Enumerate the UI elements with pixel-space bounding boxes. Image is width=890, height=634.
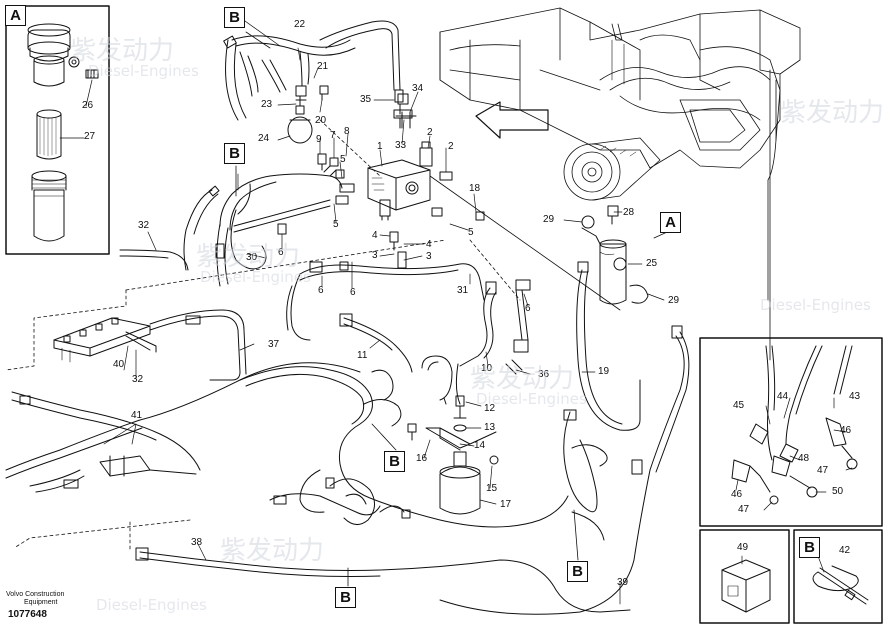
tag-pointers bbox=[235, 31, 677, 587]
callout-25: 25 bbox=[646, 258, 658, 269]
tag-a-detail: A bbox=[660, 212, 681, 233]
callout-42: 42 bbox=[839, 545, 851, 556]
callout-24: 24 bbox=[258, 133, 270, 144]
callout-3b: 3 bbox=[426, 251, 432, 262]
callout-33: 33 bbox=[395, 140, 407, 151]
callout-40: 40 bbox=[113, 359, 125, 370]
callout-12: 12 bbox=[484, 403, 496, 414]
callout-50: 50 bbox=[832, 486, 844, 497]
hoses-center bbox=[286, 261, 531, 405]
hose-assembly-22 bbox=[223, 20, 413, 144]
callout-44: 44 bbox=[777, 391, 789, 402]
hoses-bottom bbox=[135, 511, 631, 613]
callout-46a: 46 bbox=[840, 425, 852, 436]
rail-block bbox=[5, 309, 361, 493]
callout-41: 41 bbox=[131, 410, 143, 421]
tag-b-bottom: B bbox=[335, 587, 356, 608]
callout-45: 45 bbox=[733, 400, 745, 411]
callout-8: 8 bbox=[344, 126, 350, 137]
inset-a-filter bbox=[5, 5, 110, 255]
machine-frame bbox=[439, 7, 801, 301]
callout-5b: 5 bbox=[333, 219, 339, 230]
callout-31: 31 bbox=[457, 285, 469, 296]
inset-b-cable-tie bbox=[793, 529, 883, 624]
callout-36: 36 bbox=[538, 369, 550, 380]
callout-47b: 47 bbox=[738, 504, 750, 515]
callout-38: 38 bbox=[191, 537, 203, 548]
callout-37: 37 bbox=[268, 339, 280, 350]
callout-19: 19 bbox=[598, 366, 610, 377]
tag-inset-b-box: B bbox=[799, 537, 820, 558]
callout-27: 27 bbox=[84, 131, 96, 142]
callout-28: 28 bbox=[623, 207, 635, 218]
callout-7: 7 bbox=[330, 130, 336, 141]
callout-35: 35 bbox=[360, 94, 372, 105]
callout-5c: 5 bbox=[468, 227, 474, 238]
footer-drawing-number: 1077648 bbox=[8, 609, 47, 620]
callout-49: 49 bbox=[737, 542, 749, 553]
callout-39: 39 bbox=[617, 577, 629, 588]
callout-30: 30 bbox=[246, 252, 258, 263]
callout-17: 17 bbox=[500, 499, 512, 510]
callout-15: 15 bbox=[486, 483, 498, 494]
callout-46b: 46 bbox=[731, 489, 743, 500]
callout-22: 22 bbox=[294, 19, 306, 30]
tag-b-low: B bbox=[567, 561, 588, 582]
callout-11: 11 bbox=[357, 350, 368, 361]
callout-32b: 32 bbox=[132, 374, 144, 385]
callout-21: 21 bbox=[317, 61, 329, 72]
tag-b-mid: B bbox=[384, 451, 405, 472]
callout-6b: 6 bbox=[318, 285, 324, 296]
tag-b-top: B bbox=[224, 7, 245, 28]
hoses-right bbox=[439, 205, 690, 615]
dashed-boundaries bbox=[5, 119, 521, 553]
callout-32a: 32 bbox=[138, 220, 150, 231]
callout-6d: 6 bbox=[525, 303, 531, 314]
leader-to-detail bbox=[769, 69, 777, 361]
callout-14: 14 bbox=[474, 440, 486, 451]
callout-23: 23 bbox=[261, 99, 273, 110]
callout-5a: 5 bbox=[340, 154, 346, 165]
footer-company-line1: Volvo Construction bbox=[6, 591, 65, 598]
leader-lines bbox=[59, 15, 853, 605]
inset-parts-pack bbox=[699, 529, 790, 624]
callout-47a: 47 bbox=[817, 465, 829, 476]
callout-43: 43 bbox=[849, 391, 861, 402]
callout-3a: 3 bbox=[372, 250, 378, 261]
callout-20: 20 bbox=[315, 115, 327, 126]
callout-4b: 4 bbox=[426, 239, 432, 250]
tag-b-left: B bbox=[224, 143, 245, 164]
callout-1: 1 bbox=[377, 141, 383, 152]
callout-9: 9 bbox=[316, 134, 322, 145]
callout-6a: 6 bbox=[278, 247, 284, 258]
callout-4a: 4 bbox=[372, 230, 378, 241]
callout-34: 34 bbox=[412, 83, 424, 94]
callout-18: 18 bbox=[469, 183, 481, 194]
callout-29a: 29 bbox=[543, 214, 555, 225]
callout-10: 10 bbox=[481, 363, 493, 374]
callout-48: 48 bbox=[798, 453, 810, 464]
hoses-left bbox=[119, 165, 343, 287]
footer-company-line2: Equipment bbox=[24, 599, 58, 606]
tag-inset-a: A bbox=[5, 5, 26, 26]
callout-16: 16 bbox=[416, 453, 428, 464]
accumulator-assembly bbox=[407, 355, 499, 515]
valve-block bbox=[317, 93, 621, 311]
harness-lower bbox=[239, 366, 569, 528]
callout-13: 13 bbox=[484, 422, 496, 433]
detail-box bbox=[699, 337, 883, 527]
callout-2a: 2 bbox=[427, 127, 433, 138]
callout-2b: 2 bbox=[448, 141, 454, 152]
callout-6c: 6 bbox=[350, 287, 356, 298]
callout-26: 26 bbox=[82, 100, 94, 111]
callout-29b: 29 bbox=[668, 295, 680, 306]
